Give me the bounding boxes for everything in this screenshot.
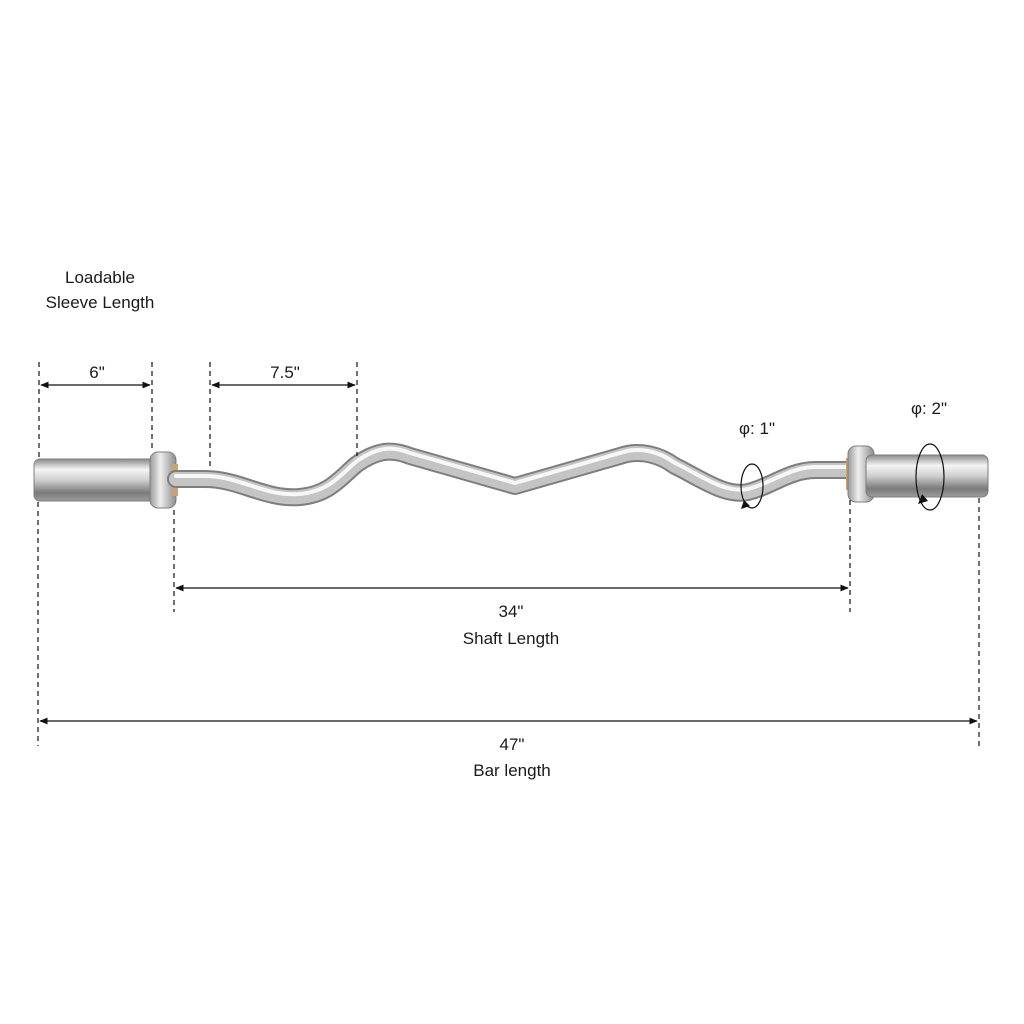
bar-length-title: Bar length	[473, 761, 551, 780]
bar-length-value: 47"	[500, 735, 525, 754]
left-sleeve	[33, 458, 159, 502]
shaft-diameter-label: φ: 1"	[739, 419, 775, 438]
sleeve-title-line1: Loadable	[65, 268, 135, 287]
sleeve-diameter-label: φ: 2"	[911, 399, 947, 418]
shaft-length-title: Shaft Length	[463, 629, 559, 648]
sleeve-rotation-icon	[915, 443, 945, 511]
sleeve-length-label: 6"	[89, 363, 105, 382]
curved-shaft-highlight	[174, 446, 852, 497]
right-sleeve	[865, 454, 989, 498]
sleeve-title-line2: Sleeve Length	[46, 293, 155, 312]
grip-length-label: 7.5"	[270, 363, 300, 382]
curved-shaft-body	[169, 444, 857, 505]
barbell	[33, 442, 989, 509]
shaft-rotation-icon	[740, 463, 764, 509]
shaft-length-value: 34"	[499, 602, 524, 621]
